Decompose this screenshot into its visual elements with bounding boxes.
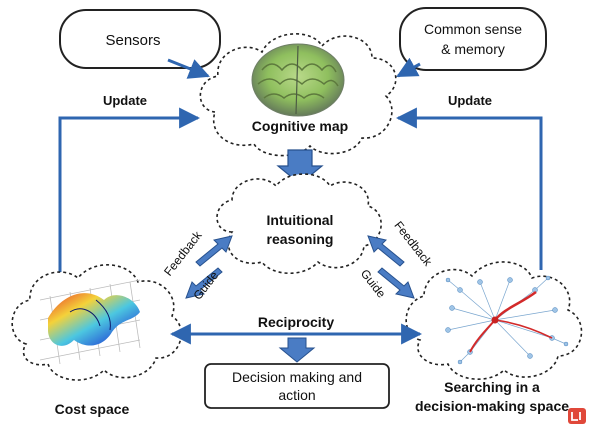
feedback-guide-left-arrows: Feedback Guide — [161, 228, 233, 302]
watermark-logo-icon — [568, 408, 586, 424]
sensors-box: Sensors — [59, 9, 221, 69]
intuitional-reasoning-cloud: Intuitional reasoning — [216, 173, 382, 274]
memory-to-map-arrow — [396, 57, 421, 78]
decision-label-2: action — [278, 387, 315, 403]
cost-space-cloud: Cost space — [11, 264, 182, 417]
reciprocity-to-decision-arrow — [278, 337, 316, 363]
decision-box: Decision making and action — [204, 363, 390, 409]
common-sense-box: Common sense & memory — [399, 7, 547, 71]
cognitive-map-cloud: Cognitive map — [199, 33, 397, 157]
reciprocity-arrow: Reciprocity — [169, 314, 423, 345]
search-label-1: Searching in a — [444, 379, 540, 395]
update-right-label: Update — [448, 93, 492, 108]
cognitive-map-label: Cognitive map — [252, 118, 348, 134]
feedback-left-label: Feedback — [161, 228, 205, 279]
cost-surface-image — [39, 279, 141, 365]
update-right-arrow: Update — [395, 93, 543, 270]
intuitional-label-2: reasoning — [267, 231, 334, 247]
search-space-cloud: Searching in a decision-making space — [405, 261, 583, 414]
decision-label-1: Decision making and — [232, 369, 362, 385]
search-tree-image — [445, 275, 569, 365]
common-sense-label-2: & memory — [441, 41, 505, 57]
cost-space-label: Cost space — [55, 401, 130, 417]
update-left-label: Update — [103, 93, 147, 108]
brain-image — [251, 43, 345, 117]
sensors-label: Sensors — [105, 32, 160, 49]
update-left-arrow: Update — [58, 93, 201, 272]
search-label-2: decision-making space — [415, 398, 569, 414]
reciprocity-label: Reciprocity — [258, 314, 334, 330]
intuitional-label-1: Intuitional — [267, 212, 334, 228]
sensors-to-map-arrow — [167, 58, 210, 79]
common-sense-label-1: Common sense — [424, 21, 522, 37]
